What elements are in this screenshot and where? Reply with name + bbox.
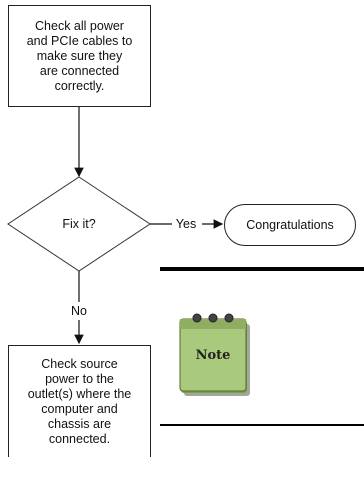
process-box-check-source-power: Check source power to the outlet(s) wher… xyxy=(8,345,151,457)
no-label: No xyxy=(71,304,87,318)
decision-label: Fix it? xyxy=(62,217,95,231)
yes-label: Yes xyxy=(176,217,196,231)
note-label: Note xyxy=(196,348,231,363)
notepad-icon: Note xyxy=(179,313,250,396)
process-box-check-cables: Check all power and PCIe cables to make … xyxy=(8,5,151,107)
terminal-congratulations: Congratulations xyxy=(224,204,356,246)
